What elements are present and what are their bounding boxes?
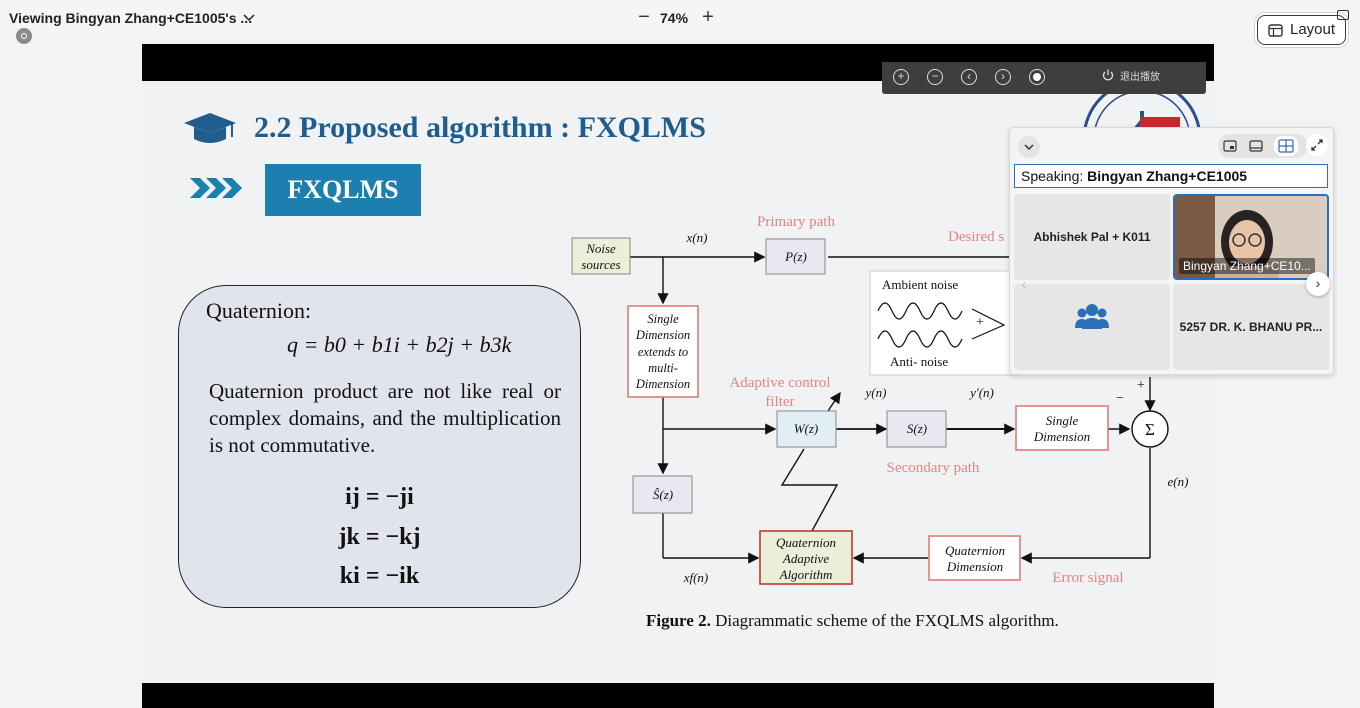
svg-text:+: +: [1137, 378, 1145, 393]
slide: 2.2 Proposed algorithm : FXQLMS FXQLMS Q…: [142, 81, 1214, 683]
zoom-in-button[interactable]: +: [702, 6, 714, 28]
expand-icon: [1311, 139, 1323, 151]
chevrons-icon: [190, 178, 242, 198]
noise-sources-1: Noise: [585, 241, 616, 256]
collapse-panel-button[interactable]: [1018, 136, 1040, 158]
svg-text:Single: Single: [1046, 413, 1079, 428]
en-label: e(n): [1168, 474, 1189, 489]
desired-label: Desired s: [948, 229, 1004, 245]
sz-label: S(z): [907, 421, 927, 436]
pz-label: P(z): [784, 249, 807, 264]
svg-text:Adaptive: Adaptive: [782, 551, 829, 566]
yn-label: y(n): [864, 385, 887, 400]
svg-text:Quaternion: Quaternion: [776, 535, 836, 550]
svg-text:Dimension: Dimension: [946, 559, 1003, 574]
filmstrip-view-icon[interactable]: [1248, 138, 1264, 154]
adaptive-filter-label-2: filter: [765, 394, 794, 410]
zoom-level: 74%: [660, 10, 689, 26]
quaternion-heading: Quaternion:: [206, 298, 312, 323]
adaptive-filter-label-1: Adaptive control: [729, 375, 830, 391]
participant-video: [1175, 196, 1327, 278]
quaternion-description: Quaternion product are not like real or …: [209, 379, 561, 457]
participant-tile[interactable]: [1014, 284, 1170, 370]
recording-indicator-icon: [16, 28, 32, 44]
fxqlms-diagram: Noise sources x(n) P(z) Primary path Des…: [571, 214, 1189, 586]
layout-button[interactable]: Layout: [1257, 15, 1346, 45]
previous-page-icon[interactable]: ‹: [1021, 276, 1027, 292]
gallery-view-icon[interactable]: [1274, 136, 1298, 156]
zoom-out-button[interactable]: −: [638, 6, 650, 28]
svg-text:Single: Single: [647, 312, 679, 326]
viewing-title[interactable]: Viewing Bingyan Zhang+CE1005's ...: [9, 10, 253, 26]
secondary-path-label: Secondary path: [887, 460, 980, 476]
pip-view-icon[interactable]: [1222, 138, 1238, 154]
svg-text:multi-: multi-: [648, 361, 678, 375]
svg-text:Dimension: Dimension: [635, 377, 690, 391]
svg-text:Dimension: Dimension: [635, 328, 690, 342]
layout-label: Layout: [1290, 21, 1336, 38]
wz-label: W(z): [794, 421, 819, 436]
layout-icon: [1268, 24, 1283, 37]
participant-panel: Speaking: Bingyan Zhang+CE1005 Abhishek …: [1009, 127, 1334, 375]
svg-text:+: +: [976, 315, 984, 330]
relation-ij: ij = −ji: [345, 484, 414, 510]
next-slide-icon[interactable]: ›: [995, 69, 1011, 85]
quaternion-equation: q = b0 + b1i + b2j + b3k: [287, 332, 512, 357]
xn-label: x(n): [686, 230, 708, 245]
yprime-label: y'(n): [968, 385, 994, 400]
shat-label: Ŝ(z): [653, 487, 673, 502]
relation-ki: ki = −ik: [339, 563, 420, 589]
previous-slide-icon[interactable]: ‹: [961, 69, 977, 85]
xfn-label: xf(n): [683, 570, 709, 585]
power-icon[interactable]: [1102, 69, 1114, 81]
zoom-in-slide-icon[interactable]: +: [893, 69, 909, 85]
chevron-down-icon: [1024, 144, 1034, 151]
speaking-indicator: Speaking: Bingyan Zhang+CE1005: [1014, 164, 1328, 188]
expand-panel-button[interactable]: [1306, 134, 1328, 156]
svg-text:extends to: extends to: [638, 345, 688, 359]
anti-noise-label: Anti- noise: [890, 354, 948, 369]
window-icon[interactable]: [1337, 10, 1349, 20]
zoom-out-slide-icon[interactable]: −: [927, 69, 943, 85]
view-mode-switcher: [1218, 134, 1308, 158]
pointer-icon[interactable]: [1029, 69, 1045, 85]
presentation-control-bar: + − ‹ › 退出播放: [882, 62, 1206, 94]
svg-text:Dimension: Dimension: [1033, 429, 1090, 444]
slide-title: 2.2 Proposed algorithm : FXQLMS: [254, 111, 706, 144]
participant-tile[interactable]: Abhishek Pal + K011: [1014, 194, 1170, 280]
primary-path-label: Primary path: [757, 214, 835, 230]
graduation-cap-icon: [184, 113, 236, 143]
figure-caption: Figure 2. Diagrammatic scheme of the FXQ…: [646, 611, 1059, 630]
participant-tile[interactable]: 5257 DR. K. BHANU PR...: [1173, 284, 1329, 370]
next-page-button[interactable]: ›: [1306, 272, 1330, 296]
fxqlms-label-box: FXQLMS: [265, 164, 421, 216]
ambient-noise-label: Ambient noise: [882, 277, 958, 292]
relation-jk: jk = −kj: [338, 524, 421, 550]
top-bar: Viewing Bingyan Zhang+CE1005's ... − 74%…: [0, 0, 1360, 45]
error-signal-label: Error signal: [1052, 570, 1123, 586]
noise-sources-2: sources: [581, 257, 620, 272]
quaternion-box: Quaternion: q = b0 + b1i + b2j + b3k Qua…: [178, 285, 581, 608]
svg-text:−: −: [1116, 391, 1124, 406]
svg-text:Algorithm: Algorithm: [779, 567, 833, 582]
exit-presentation-button[interactable]: 退出播放: [1120, 72, 1160, 83]
svg-text:Quaternion: Quaternion: [945, 543, 1005, 558]
participant-tile-video[interactable]: Bingyan Zhang+CE10...: [1173, 194, 1329, 280]
group-avatar-icon: [1075, 304, 1109, 329]
sum-symbol: Σ: [1145, 420, 1155, 439]
chevron-down-icon[interactable]: [241, 9, 257, 25]
